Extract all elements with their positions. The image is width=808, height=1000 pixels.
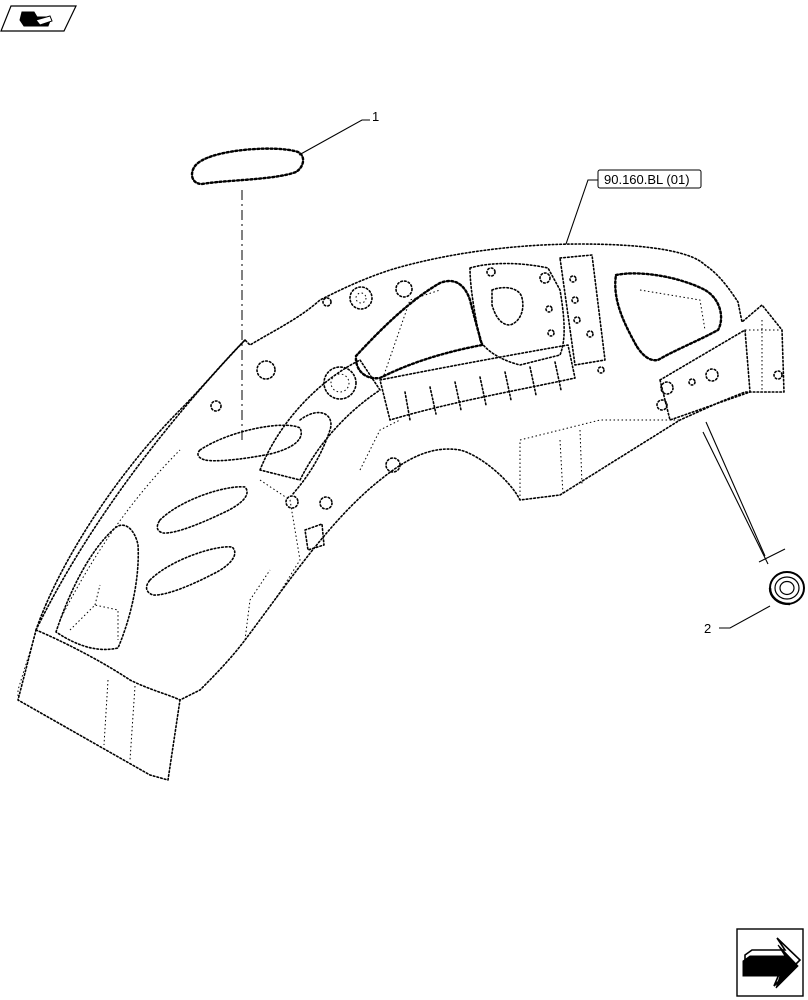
reference-leader (565, 179, 598, 245)
plug-part-1 (190, 147, 305, 440)
reference-tag: 90.160.BL (01) (597, 169, 702, 189)
callout-1-number: 1 (372, 109, 379, 124)
reference-code: 90.160.BL (01) (604, 172, 690, 187)
callout-1-leader (298, 119, 370, 156)
grommet-exploded-lines (702, 421, 786, 565)
callout-2-leader (719, 605, 771, 629)
callout-2-number: 2 (704, 621, 711, 636)
grommet-part-2 (768, 571, 805, 606)
next-page-arrow-icon[interactable] (736, 928, 804, 997)
tractor-badge-icon (0, 5, 77, 32)
fender-assembly (17, 243, 785, 781)
